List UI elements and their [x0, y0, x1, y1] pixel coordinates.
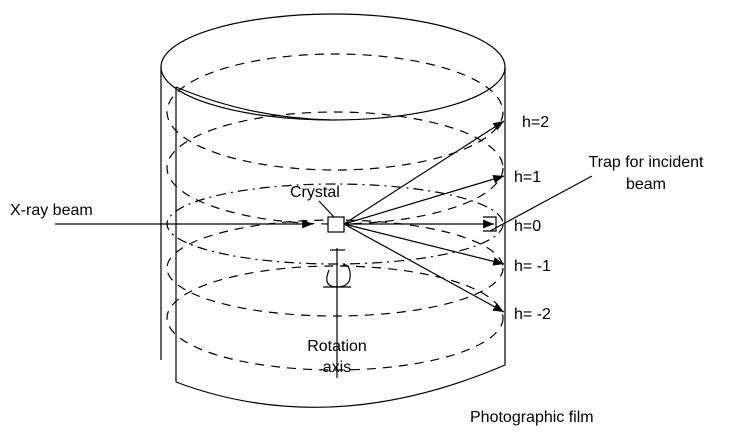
trap-label-1: Trap for incident	[588, 154, 704, 171]
trap-leader-line	[489, 175, 593, 232]
layer-label-h1: h=1	[514, 169, 541, 186]
rotation-axis-label-1: Rotation	[307, 338, 367, 355]
rotation-arrow-icon	[326, 264, 351, 288]
photographic-film	[175, 86, 506, 408]
beam-h-2	[343, 223, 505, 313]
layer-label-h2: h=2	[522, 114, 549, 131]
film-bottom-edge	[175, 364, 506, 408]
crystal-label: Crystal	[290, 184, 340, 201]
layer-label-h-2: h= -2	[514, 306, 551, 323]
crystal-leader-line	[318, 200, 335, 218]
photographic-film-label: Photographic film	[470, 409, 594, 426]
beam-trap	[483, 216, 497, 232]
rotation-axis-label-2: axis	[323, 359, 351, 376]
rotation-axis	[323, 248, 351, 378]
crystal-square	[327, 216, 345, 233]
trap-label-2: beam	[626, 176, 666, 193]
cylinder	[160, 13, 506, 365]
cylinder-top-ellipse	[160, 13, 506, 121]
beam-h1	[343, 174, 505, 225]
beam-h-1	[343, 223, 505, 266]
film-top-edge	[175, 86, 331, 121]
layer-label-h0: h=0	[514, 218, 541, 235]
beam-h2	[343, 120, 505, 225]
diffracted-beams	[343, 120, 505, 313]
layer-label-h-1: h= -1	[514, 258, 551, 275]
xray-beam-label: X-ray beam	[10, 202, 93, 219]
